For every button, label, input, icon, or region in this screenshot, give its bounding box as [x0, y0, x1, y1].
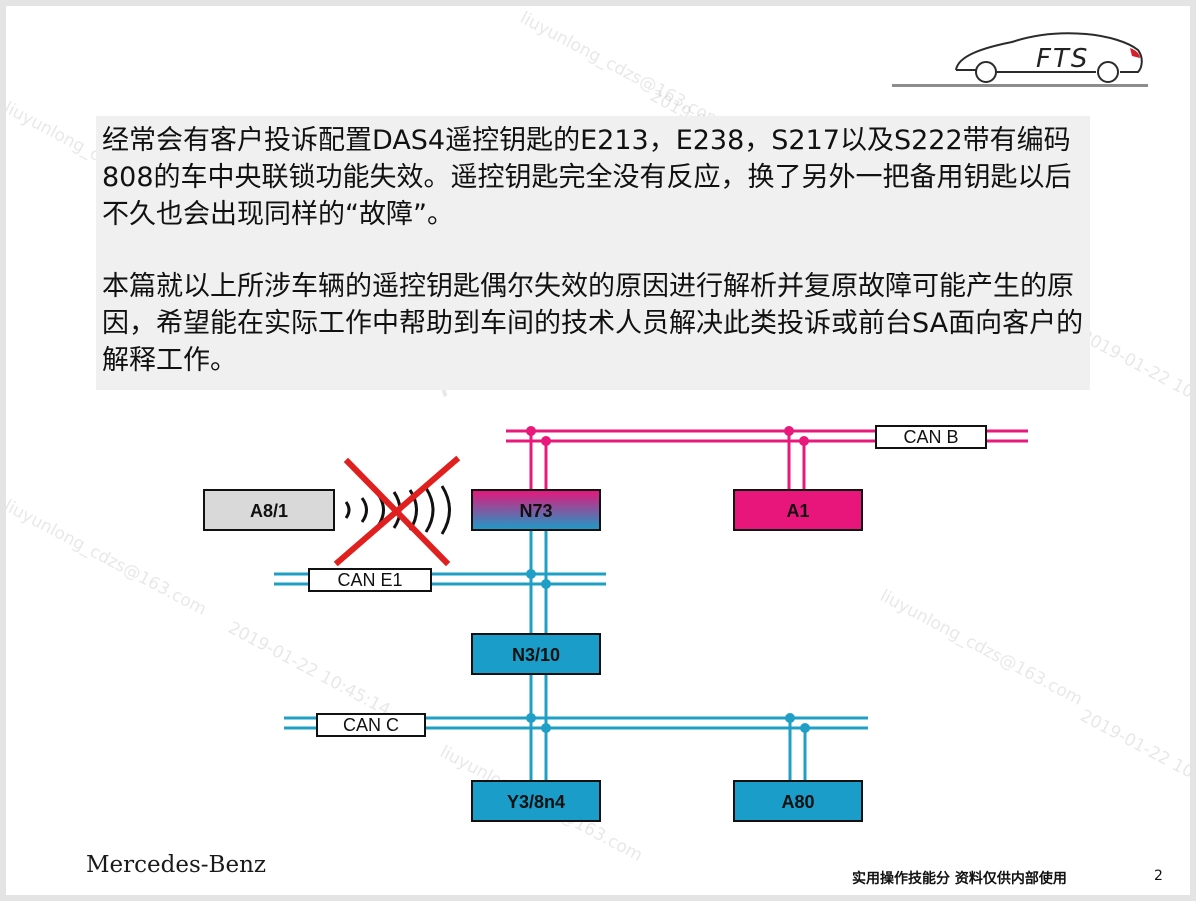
module-a8-1-label: A8/1 [250, 501, 288, 521]
label-can-b: CAN B [875, 425, 987, 449]
fts-logo: FTS [886, 20, 1144, 88]
label-can-b-text: CAN B [903, 427, 958, 447]
paragraph-2: 本篇就以上所涉车辆的遥控钥匙偶尔失效的原因进行解析并复原故障可能产生的原因，希望… [102, 271, 1084, 376]
module-y3-8n4: Y3/8n4 [471, 780, 601, 822]
label-can-c-text: CAN C [343, 715, 399, 735]
footer-note: 实用操作技能分 资料仅供内部使用 [852, 871, 1067, 887]
header-rule [892, 84, 1148, 87]
module-a8-1: A8/1 [203, 489, 335, 531]
module-a1: A1 [733, 489, 863, 531]
red-cross-icon [333, 455, 461, 567]
car-silhouette-icon [955, 32, 1143, 83]
module-n73-label: N73 [519, 501, 552, 521]
module-n3-10: N3/10 [471, 633, 601, 675]
can-bus-diagram: CAN B CAN E1 CAN C A8/1 N73 A1 [203, 425, 1028, 822]
paragraph-1: 经常会有客户投诉配置DAS4遥控钥匙的E213，E238，S217以及S222带… [102, 125, 1072, 230]
page-number: 2 [1154, 868, 1163, 884]
module-y3-8n4-label: Y3/8n4 [507, 792, 565, 812]
slide: liuyunlong_cdzs@163.com 2019-01-22 10:45… [6, 6, 1190, 895]
module-n3-10-label: N3/10 [512, 645, 560, 665]
module-a80-label: A80 [781, 792, 814, 812]
module-n73: N73 [471, 489, 601, 531]
module-a80: A80 [733, 780, 863, 822]
text-panel [96, 116, 1090, 390]
module-a1-label: A1 [786, 501, 809, 521]
logo-text: FTS [1036, 44, 1090, 74]
label-can-e1: CAN E1 [308, 568, 432, 592]
label-can-e1-text: CAN E1 [337, 570, 402, 590]
label-can-c: CAN C [316, 713, 426, 737]
mercedes-benz-brand: Mercedes-Benz [86, 852, 267, 878]
